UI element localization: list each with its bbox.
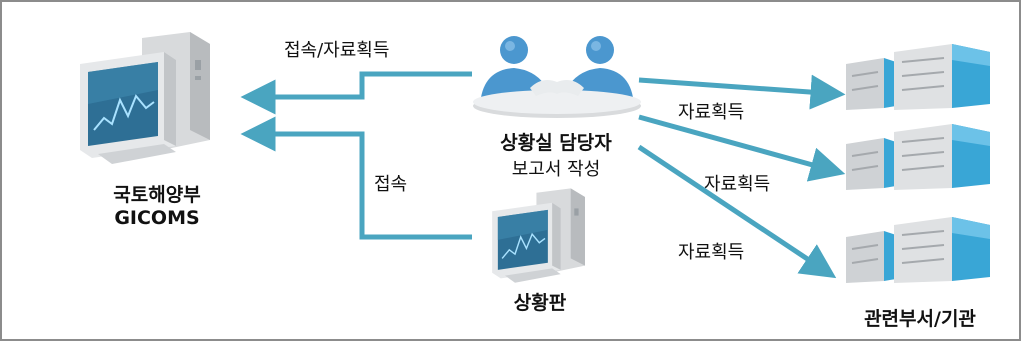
arrow-officer-to-agency2 [638,114,846,182]
edge-label-officer-to-agency2: 자료획득 [704,174,771,195]
ministry-system: GICOMS [114,207,200,229]
arrow-officer-to-agency1 [638,74,846,110]
arrow-officer-to-ministry [240,71,472,115]
computer-monitor-icon [80,32,210,164]
server-rack-icon [846,124,990,190]
officer-subtitle: 보고서 작성 [511,159,601,180]
arrow-officer-to-agency3 [637,144,837,279]
agencies-label: 관련부서/기관 [864,308,976,330]
board-label: 상황판 [513,292,567,314]
computer-monitor-icon [492,188,585,283]
edge-label-officer-to-agency3: 자료획득 [678,242,745,263]
ministry-name: 국토해양부 [113,184,201,206]
arrow-board-to-ministry [240,116,472,240]
server-rack-icon [846,217,990,283]
handshake-people-icon [473,36,641,118]
edge-label-officer-to-ministry: 접속/자료획득 [284,40,390,61]
officer-title: 상황실 담당자 [500,132,612,154]
ministry-label: 국토해양부 GICOMS [92,180,222,229]
server-rack-icon [846,44,990,110]
edge-label-officer-to-agency1: 자료획득 [678,102,745,123]
edge-label-board-to-ministry: 접속 [374,174,408,195]
